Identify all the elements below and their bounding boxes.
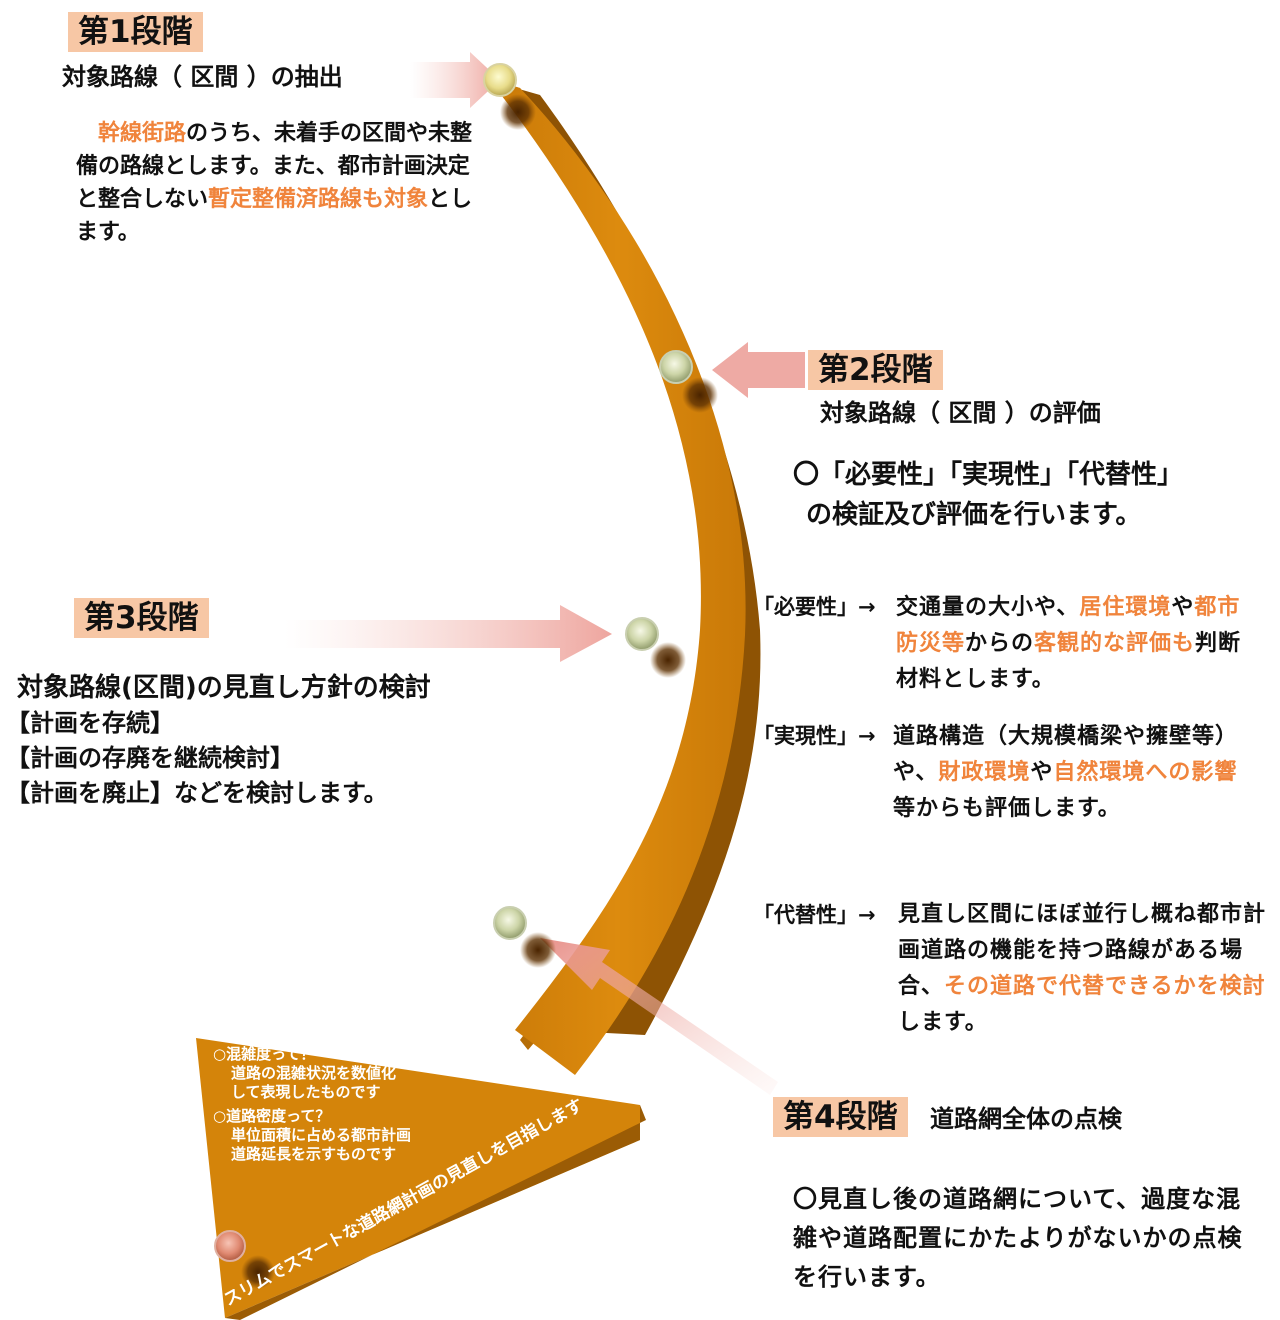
necessity-text: からの	[965, 631, 1035, 656]
feasibility-highlight: 財政環境	[938, 760, 1031, 785]
arrow-face	[490, 80, 746, 1075]
criterion-necessity-text: 交通量の大小や、居住環境や都市防災等からの客観的な評価も判断材料とします。	[896, 590, 1246, 698]
stage4-badge: 第4段階	[773, 1097, 908, 1137]
note-density-question: ○道路密度って？	[213, 1107, 331, 1125]
note-density-answer-2: 道路延長を示すものです	[231, 1145, 397, 1163]
alternative-text: します。	[898, 1010, 988, 1035]
arrow-head	[196, 1038, 640, 1318]
stage3-option-continue: 【計画の存廃を継続検討】	[6, 744, 294, 772]
feasibility-text: 道路構造（大規模橋梁や擁壁等）や、	[893, 724, 1239, 785]
bead-shadow	[241, 1255, 275, 1289]
stage1-desc-text	[76, 121, 98, 146]
necessity-highlight: 客観的な評価も	[1034, 631, 1196, 656]
note-congestion-answer-2: して表現したものです	[231, 1083, 381, 1101]
stage4-title: 道路網全体の点検	[930, 1105, 1122, 1133]
necessity-text: 判断材料とします。	[896, 631, 1242, 692]
bead-shadow	[520, 932, 556, 968]
feasibility-highlight: 自然環境への影響	[1053, 760, 1238, 785]
note-density-answer-1: 単位面積に占める都市計画	[231, 1126, 412, 1144]
criterion-feasibility-text: 道路構造（大規模橋梁や擁壁等）や、財政環境や自然環境への影響等からも評価します。	[893, 719, 1253, 827]
stage1-desc-highlight: 幹線街路	[98, 121, 187, 146]
bead-stage3	[625, 617, 659, 651]
pointer-stage2	[712, 342, 805, 398]
stage2-badge: 第2段階	[808, 350, 943, 390]
pointer-stage4	[540, 938, 778, 1095]
stage3-option-abolish: 【計画を廃止】などを検討します。	[6, 779, 388, 807]
stage1-description: 幹線街路のうち、未着手の区間や未整備の路線とします。また、都市計画決定と整合しな…	[76, 117, 486, 249]
criterion-necessity-label: 「必要性」→	[753, 595, 876, 619]
stage4-description: 〇見直し後の道路網について、過度な混雑や道路配置にかたよりがないかの点検を行いま…	[793, 1185, 1243, 1291]
note-congestion-question: ○混雑度って？	[213, 1045, 316, 1063]
bead-shadow	[682, 377, 718, 413]
bead-shadow	[500, 94, 536, 130]
criterion-alternative-text: 見直し区間にほぼ並行し概ね都市計画道路の機能を持つ路線がある場合、その道路で代替…	[898, 897, 1273, 1041]
feasibility-text: 等からも評価します。	[893, 796, 1121, 821]
stage1-desc-text: のうち、未着手の区間や未整備の路線とします。また、都市計画決定と整合しない	[76, 121, 473, 212]
bead-stage4	[493, 906, 527, 940]
necessity-highlight: 都市防災等	[896, 595, 1241, 656]
stage1-desc-text: とします。	[76, 187, 473, 245]
criterion-feasibility-label: 「実現性」→	[753, 724, 876, 748]
feasibility-text: や	[1030, 760, 1054, 785]
stage1-title: 対象路線（ 区間 ）の抽出	[62, 63, 343, 91]
stage3-badge: 第3段階	[74, 598, 209, 638]
stage2-line1: 〇「必要性」「実現性」「代替性」	[793, 460, 1184, 490]
bead-stage2	[659, 350, 693, 384]
pointer-stage3	[285, 605, 612, 662]
stage1-badge: 第1段階	[68, 12, 203, 52]
bead-shadow	[650, 642, 686, 678]
necessity-text: 交通量の大小や、	[896, 595, 1080, 620]
bead-stage1	[483, 63, 517, 97]
note-congestion-answer-1: 道路の混雑状況を数値化	[231, 1064, 397, 1082]
stage3-option-keep: 【計画を存続】	[6, 709, 174, 737]
stage3-title: 対象路線(区間)の見直し方針の検討	[17, 673, 431, 703]
necessity-highlight: 居住環境	[1079, 595, 1172, 620]
stage1-desc-highlight: 暫定整備済路線も対象	[208, 187, 429, 212]
necessity-text: や	[1171, 595, 1195, 620]
pointer-stage1	[410, 52, 500, 108]
criterion-alternative-label: 「代替性」→	[753, 903, 876, 927]
alternative-text: 見直し区間にほぼ並行し概ね都市計画道路の機能を持つ路線がある場合、	[898, 902, 1267, 999]
stage2-title: 対象路線（ 区間 ）の評価	[820, 399, 1101, 427]
stage2-line2: の検証及び評価を行います。	[806, 500, 1142, 530]
bead-goal	[214, 1230, 246, 1262]
alternative-highlight: その道路で代替できるかを検討	[944, 974, 1266, 999]
